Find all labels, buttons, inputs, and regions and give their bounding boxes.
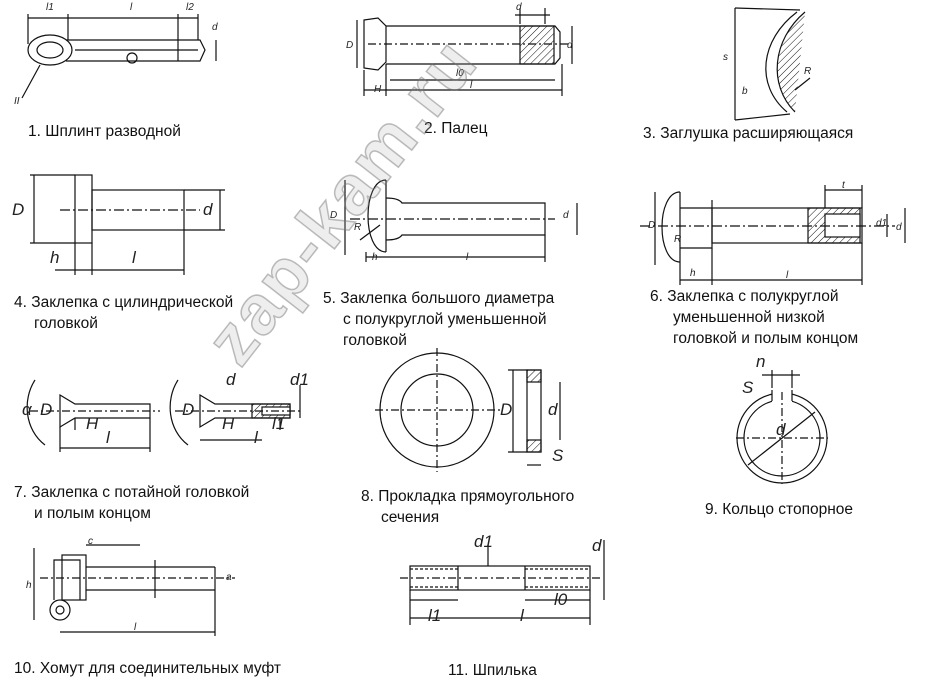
dim-d1: d1 bbox=[290, 370, 309, 389]
dim-t: t bbox=[842, 180, 845, 191]
caption-stud: 11. Шпилька bbox=[448, 662, 537, 679]
caption-rivet-large: 5. Заклепка большого диаметра bbox=[323, 290, 555, 307]
dim-d: d bbox=[516, 2, 522, 13]
caption-retaining-ring: 9. Кольцо стопорное bbox=[705, 501, 854, 518]
dim-l: l bbox=[130, 2, 133, 13]
dim-alpha: α bbox=[22, 400, 32, 419]
caption-clamp: 10. Хомут для соединительных муфт bbox=[14, 660, 281, 677]
dim-l2: l2 bbox=[186, 2, 194, 13]
dim-R: R bbox=[674, 234, 682, 245]
dim-h: h bbox=[372, 252, 378, 263]
caption-rivet-hollow-2: уменьшенной низкой bbox=[673, 309, 825, 326]
dim-b: b bbox=[742, 86, 748, 97]
dim-d: d bbox=[548, 400, 558, 419]
dim-D: D bbox=[182, 400, 195, 419]
dim-d: d bbox=[563, 210, 569, 221]
dim-D: D bbox=[330, 210, 338, 221]
dim-l: l bbox=[134, 622, 137, 633]
caption-rivet-hollow-3: головкой и полым концом bbox=[673, 330, 859, 347]
dim-l: l bbox=[132, 248, 136, 267]
dim-D: D bbox=[40, 400, 53, 419]
stud-drawing bbox=[400, 540, 605, 625]
dim-d: d bbox=[592, 536, 602, 555]
dim-l: l bbox=[254, 428, 258, 447]
dim-D: D bbox=[648, 220, 656, 231]
retaining-ring-drawing bbox=[736, 370, 828, 484]
dim-d: d bbox=[896, 222, 902, 233]
rivet-hollow-drawing bbox=[640, 185, 906, 285]
dim-l1: l1 bbox=[46, 2, 54, 13]
caption-rivet-countersunk: 7. Заклепка с потайной головкой bbox=[14, 484, 250, 501]
dim-S: S bbox=[742, 378, 754, 397]
dim-s: s bbox=[723, 52, 728, 63]
dim-H: H bbox=[222, 414, 235, 433]
dim-R: R bbox=[354, 222, 362, 233]
dim-d: d bbox=[226, 370, 236, 389]
clamp-drawing bbox=[33, 544, 235, 636]
dim-d: d bbox=[203, 200, 213, 219]
dim-l: l bbox=[520, 606, 524, 625]
caption-gasket-2: сечения bbox=[381, 509, 440, 526]
dim-d1: d1 bbox=[876, 218, 888, 229]
dim-d: d bbox=[776, 420, 786, 439]
dim-D: D bbox=[346, 40, 354, 51]
caption-rivet-cylindrical: 4. Заклепка с цилиндрической bbox=[14, 294, 234, 311]
dim-h: h bbox=[50, 248, 60, 267]
gasket-drawing bbox=[375, 348, 561, 472]
dim-D: D bbox=[500, 400, 513, 419]
dim-h: h bbox=[26, 580, 32, 591]
dim-l: l bbox=[786, 270, 789, 281]
dim-a: a bbox=[226, 572, 232, 583]
caption-gasket: 8. Прокладка прямоугольного bbox=[361, 488, 575, 505]
rivet-cylindrical-drawing bbox=[30, 174, 225, 275]
dim-l: l bbox=[466, 252, 469, 263]
caption-rivet-countersunk-2: и полым концом bbox=[34, 505, 151, 522]
caption-rivet-large-3: головкой bbox=[343, 332, 407, 349]
dim-l1: l1 bbox=[428, 606, 442, 625]
caption-rivet-cylindrical-2: головкой bbox=[34, 315, 98, 332]
rivet-countersunk-drawing bbox=[26, 379, 301, 452]
dim-l1: l1 bbox=[272, 414, 286, 433]
dim-l0: l0 bbox=[456, 68, 464, 79]
cotter-pin-drawing bbox=[21, 14, 217, 99]
dim-d1: d1 bbox=[474, 532, 493, 551]
dim-D: D bbox=[12, 200, 25, 219]
dim-d: d bbox=[567, 40, 573, 51]
plug-drawing bbox=[734, 7, 811, 121]
dim-H: H bbox=[86, 414, 99, 433]
caption-cotter-pin: 1. Шплинт разводной bbox=[28, 123, 181, 140]
dim-l: l bbox=[106, 428, 110, 447]
dim-c: c bbox=[88, 536, 93, 547]
caption-pin: 2. Палец bbox=[424, 120, 488, 137]
dim-l: l bbox=[470, 80, 473, 91]
caption-rivet-hollow: 6. Заклепка с полукруглой bbox=[650, 288, 839, 305]
caption-rivet-large-2: с полукруглой уменьшенной bbox=[343, 311, 547, 328]
dim-h: h bbox=[690, 268, 696, 279]
caption-plug: 3. Заглушка расширяющаяся bbox=[643, 125, 854, 142]
rivet-large-drawing bbox=[344, 179, 578, 262]
dim-d: d bbox=[212, 22, 218, 33]
dim-R: R bbox=[804, 66, 812, 77]
dim-II: II bbox=[14, 96, 20, 107]
dim-n: n bbox=[756, 352, 766, 371]
dim-H: H bbox=[374, 84, 382, 95]
dim-S: S bbox=[552, 446, 564, 465]
dim-l0: l0 bbox=[554, 590, 568, 609]
pin-drawing bbox=[356, 8, 573, 96]
